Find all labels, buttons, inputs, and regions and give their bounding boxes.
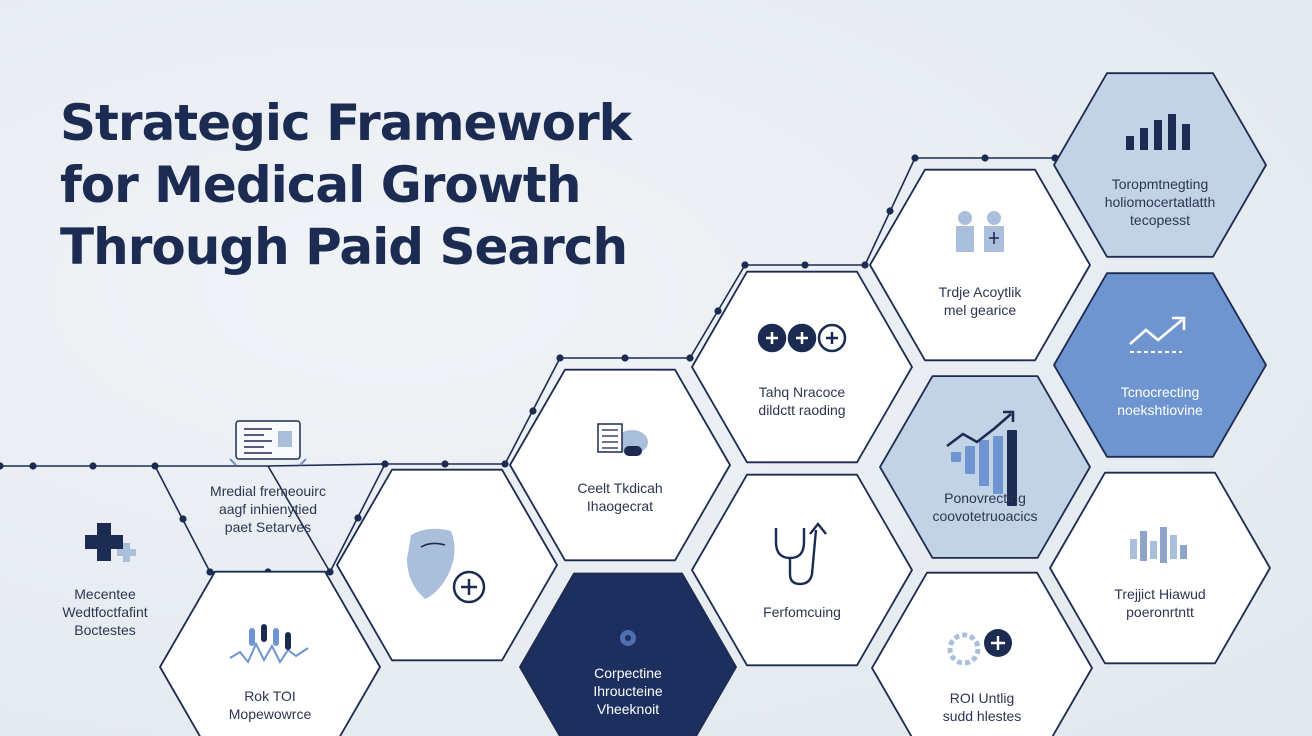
label-line: Trejjict Hiawud — [1114, 586, 1206, 602]
label-line: Rok TOI — [244, 688, 296, 704]
title-line-3: Through Paid Search — [60, 218, 628, 276]
hex-roi-performance — [159, 570, 381, 736]
hex-budget — [1049, 471, 1271, 665]
label-line: Boctestes — [74, 622, 136, 638]
label-line: Mopewowrce — [228, 706, 312, 722]
label-line: tecopesst — [1130, 212, 1190, 228]
label-line: coovotetruoacics — [932, 508, 1038, 524]
label-line: sudd hlestes — [942, 708, 1022, 724]
label-line: Ihroucteine — [593, 683, 663, 699]
label-roi-performance: Rok TOI Mopewowrce — [180, 687, 360, 723]
label-tracking: Tahq Nracoce dildctt raoding — [712, 383, 892, 419]
people-icon — [956, 211, 1004, 252]
waveform-icon — [229, 624, 309, 664]
label-line: paet Setarves — [224, 519, 312, 535]
data-bars-icon — [1130, 527, 1187, 563]
label-line: Ceelt Tkdicah — [577, 480, 663, 496]
bar-chart-icon — [1126, 114, 1190, 150]
label-line: Ferfomcuing — [763, 604, 841, 620]
medical-plus-icon — [85, 523, 136, 562]
label-performance: Ferfomcuing — [712, 603, 892, 621]
label-line: Vheeknoit — [596, 701, 660, 717]
hex-tracking — [691, 270, 913, 464]
label-line: dildctt raoding — [758, 402, 846, 418]
label-line: ROI Untlig — [949, 690, 1015, 706]
hex-cloud-doc — [509, 368, 731, 562]
label-line: Trdje Acoytlik — [938, 284, 1022, 300]
label-line: Corpectine — [594, 665, 662, 681]
title-line-2: for Medical Growth — [60, 156, 581, 214]
label-line: mel gearice — [943, 302, 1017, 318]
label-line: Wedtfoctfafint — [62, 604, 148, 620]
hex-targeting — [1053, 72, 1267, 258]
label-line: aagf inhienytied — [218, 501, 318, 517]
label-line: poeronrtntt — [1126, 604, 1194, 620]
gears-plus-icon — [947, 629, 1012, 666]
stethoscope-icon — [774, 522, 827, 586]
label-roi-unit: ROI Untlig sudd hlestes — [892, 689, 1072, 725]
hex-growth — [1053, 272, 1267, 458]
cloud-document-icon — [597, 423, 648, 456]
label-line: Toropmtnegting — [1111, 176, 1209, 192]
connector-dots — [0, 154, 1059, 576]
label-landing-page: Mredial fremeouirc aagf inhienytied paet S… — [178, 482, 358, 536]
icon-layer — [85, 114, 1190, 666]
bar-chart-arrow-icon — [946, 410, 1017, 506]
hex-performance — [691, 473, 913, 667]
label-line: Mredial fremeouirc — [210, 483, 326, 499]
hex-competitive — [519, 572, 737, 736]
title-line-1: Strategic Framework — [60, 94, 632, 152]
page-title: Strategic Framework for Medical Growth T… — [60, 92, 632, 278]
location-pin-icon — [620, 630, 636, 646]
label-budget: Trejjict Hiawud poeronrtntt — [1070, 585, 1250, 621]
label-line: Tahq Nracoce — [758, 384, 846, 400]
label-audience: Trdje Acoytlik mel gearice — [890, 283, 1070, 319]
label-line: noekshtiovine — [1117, 402, 1203, 418]
label-line: Mecentee — [74, 586, 136, 602]
label-conversion: Ponovrecting coovotetruoacics — [895, 489, 1075, 525]
label-growth: Tcnocrecting noekshtiovine — [1070, 383, 1250, 419]
laptop-icon — [229, 420, 307, 466]
label-line: holiomocertatlatth — [1104, 194, 1216, 210]
label-line: Ihaogecrat — [586, 498, 654, 514]
hex-roi-unit — [871, 571, 1093, 736]
label-targeting: Toropmtnegting holiomocertatlatth tecopess… — [1070, 175, 1250, 229]
hex-audience — [869, 168, 1091, 362]
label-line: Tcnocrecting — [1120, 384, 1200, 400]
hex-layer — [159, 72, 1271, 736]
label-line: Ponovrecting — [944, 490, 1026, 506]
trend-arrow-icon — [1129, 316, 1186, 353]
shield-plus-icon — [407, 528, 486, 604]
medical-buttons-icon — [757, 323, 847, 353]
